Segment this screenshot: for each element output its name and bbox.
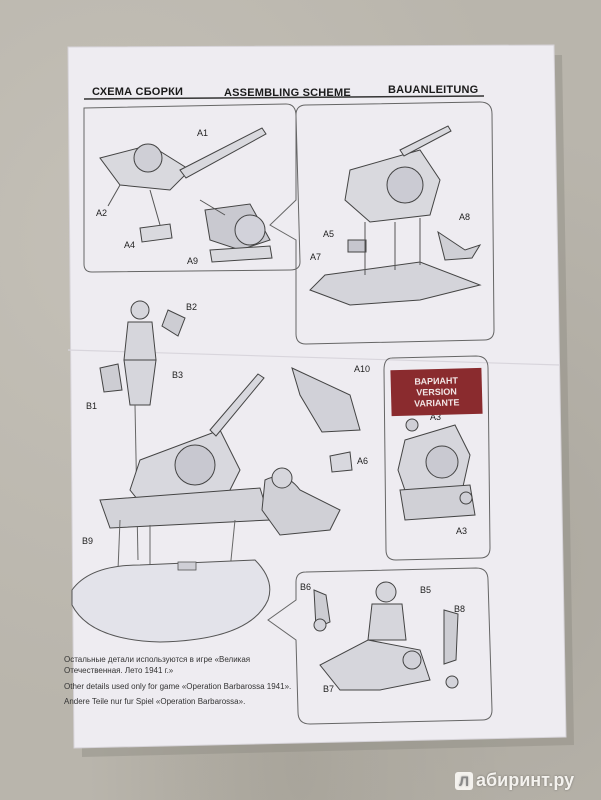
part-label-b8: B8 [454, 604, 466, 614]
diagram-mount [309, 125, 482, 306]
part-label-b9: B9 [82, 536, 94, 546]
diagram-soldier [99, 300, 186, 561]
header-title-en: ASSEMBLING SCHEME [224, 87, 351, 99]
labirint-watermark: Л абиринт.ру [455, 770, 574, 791]
part-label-a7: A7 [310, 252, 322, 262]
part-label-a8: A8 [459, 212, 471, 222]
part-label-b6: B6 [300, 582, 312, 592]
variant-badge: ВАРИАНТ VERSION VARIANTE [390, 367, 483, 417]
part-label-a10: A10 [354, 364, 371, 374]
part-label-b3: B3 [172, 370, 184, 380]
part-label-a6: A6 [357, 456, 369, 466]
part-label-a9: A9 [187, 256, 199, 266]
header-title-de: BAUANLEITUNG [388, 84, 479, 96]
note-en: Other details used only for game «Operat… [64, 682, 292, 691]
part-label-b5: B5 [420, 585, 432, 595]
panel-crew [267, 567, 493, 725]
part-label-b7: B7 [323, 684, 335, 694]
panel-top-left [83, 103, 301, 273]
part-label-a3-top: A3 [430, 412, 442, 422]
panel-top-right [269, 101, 495, 345]
diagram-gun-assembly [99, 367, 361, 571]
header-title-ru: СХЕМА СБОРКИ [92, 86, 184, 98]
part-label-a2: A2 [96, 208, 108, 218]
diagram-base [71, 559, 271, 643]
part-label-b1: B1 [86, 401, 98, 411]
note-de: Andere Teile nur fur Spiel «Operation Ba… [64, 697, 246, 706]
part-label-a1: A1 [197, 128, 209, 138]
note-ru-line2: Отечественная. Лето 1941 г.» [64, 666, 174, 675]
diagram-gun-exploded [99, 127, 273, 263]
part-label-a5: A5 [323, 229, 335, 239]
diagram-variant [397, 418, 476, 521]
variant-label-de: VARIANTE [413, 396, 460, 409]
part-label-b2: B2 [186, 302, 198, 312]
watermark-text: абиринт.ру [476, 770, 575, 790]
note-ru-line1: Остальные детали используются в игре «Ве… [64, 655, 251, 664]
diagram-crew [313, 581, 459, 691]
panel-variant [383, 355, 491, 561]
part-label-a3-bottom: A3 [456, 526, 468, 536]
part-label-a4: A4 [124, 240, 136, 250]
labirint-logo-icon: Л [455, 771, 473, 790]
